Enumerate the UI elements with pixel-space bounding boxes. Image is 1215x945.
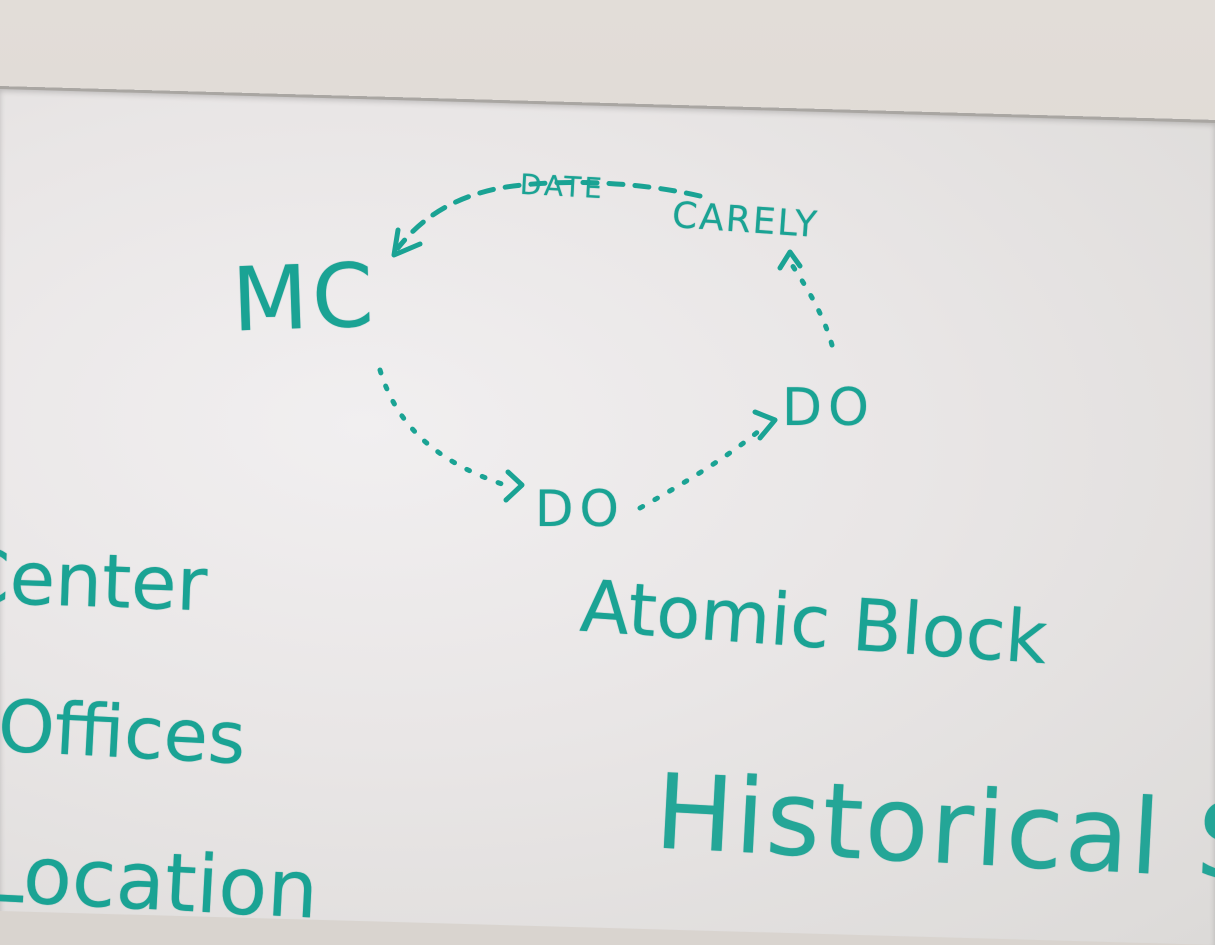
diagram-arrows [377, 179, 835, 511]
edge-label-top: DATE [519, 167, 606, 206]
arrow-to-mc [395, 179, 703, 251]
node-mc: MC [230, 243, 380, 352]
arrowhead-do-bottom [503, 469, 525, 503]
node-do-right: DO [782, 378, 875, 438]
arrow-mc-to-do [377, 367, 508, 488]
node-do-bottom: DO [535, 480, 625, 538]
arrow-do-to-top [789, 262, 835, 348]
arrowhead-do-right [752, 409, 778, 441]
label-left-center: Center [0, 533, 209, 629]
arrow-do-to-do [637, 427, 763, 511]
arrowhead-mc [391, 227, 423, 258]
arrowhead-top [777, 249, 803, 271]
label-left-offices: Offices [0, 683, 248, 781]
label-left-location: Location [0, 826, 321, 937]
